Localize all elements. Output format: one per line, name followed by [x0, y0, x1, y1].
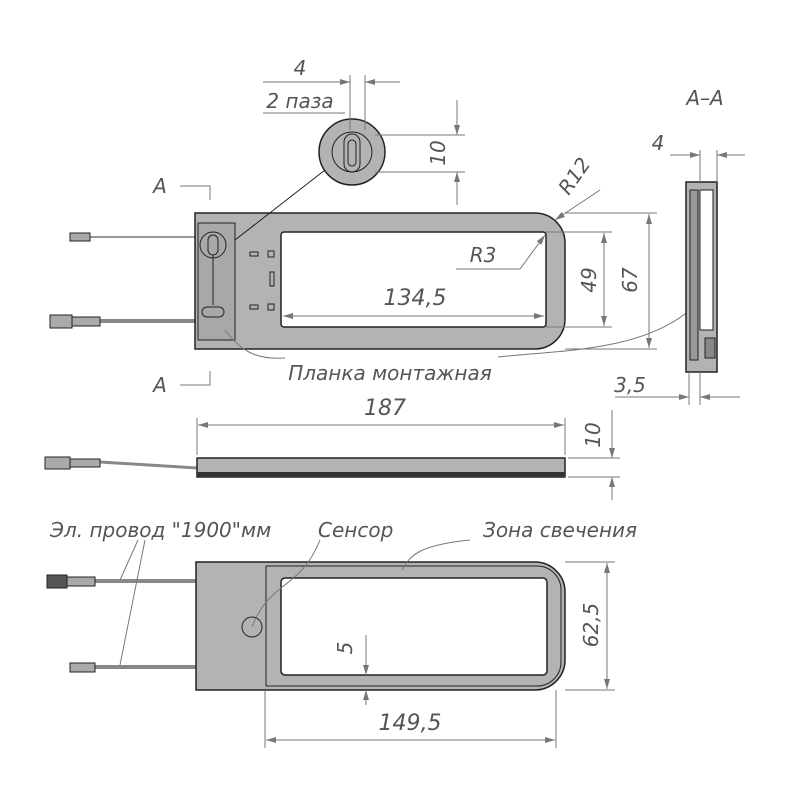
dim-total-length: 187 — [364, 396, 406, 421]
dim-glow-length: 149,5 — [379, 711, 442, 736]
section-view: A–A 4 3,5 — [614, 86, 745, 405]
bottom-view: Эл. провод "1900"мм Сенсор Зона свечения… — [46, 518, 637, 748]
dim-glow-height: 62,5 — [579, 603, 603, 648]
section-mark-top: A — [151, 174, 167, 198]
label-glow-zone: Зона свечения — [483, 518, 637, 542]
connector-small — [69, 232, 91, 242]
connector-large — [49, 314, 73, 329]
frame-window — [280, 231, 547, 328]
dim-side-thickness: 10 — [581, 422, 605, 447]
side-view: 187 10 — [44, 396, 620, 500]
dim-section-offset: 3,5 — [614, 373, 646, 397]
section-title: A–A — [684, 86, 723, 110]
dim-glow-offset: 5 — [333, 642, 357, 655]
slot-detail-magnifier — [318, 118, 386, 186]
dim-window-height: 49 — [577, 267, 601, 292]
dim-slot-height: 10 — [426, 140, 450, 165]
dim-outer-radius: R12 — [553, 153, 595, 199]
dim-slot-width: 4 — [294, 56, 307, 80]
dim-section-thickness: 4 — [652, 131, 665, 155]
glow-window — [280, 577, 548, 676]
dim-total-height: 67 — [618, 267, 642, 293]
sensor-icon — [241, 616, 263, 638]
label-wire: Эл. провод "1900"мм — [49, 518, 271, 542]
section-mark-bottom: A — [151, 373, 167, 397]
dim-slot-count: 2 паза — [266, 89, 333, 113]
mount-plate — [197, 222, 236, 341]
label-mount-plate: Планка монтажная — [288, 361, 492, 385]
label-sensor: Сенсор — [318, 518, 393, 542]
top-view — [49, 118, 566, 350]
dim-inner-radius: R3 — [470, 243, 497, 267]
dim-window-length: 134,5 — [384, 286, 447, 311]
